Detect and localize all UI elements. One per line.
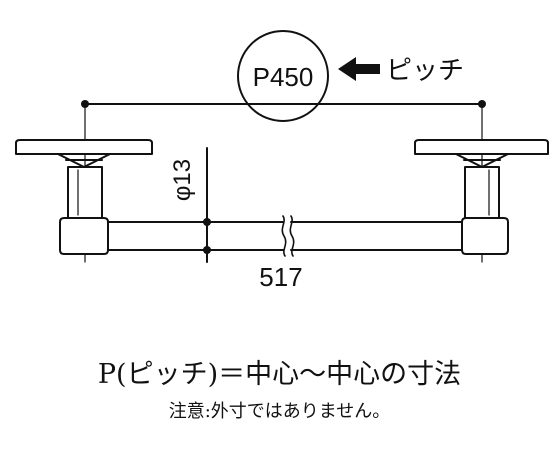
- pitch-word: ピッチ: [386, 55, 464, 85]
- pitch-definition-caption: P(ピッチ)＝中心～中心の寸法: [97, 359, 462, 390]
- pitch-arrow-icon: [338, 57, 380, 81]
- diameter-dot-bottom: [203, 246, 211, 254]
- length-label: 517: [259, 262, 302, 292]
- note-caption: 注意:外寸ではありません。: [168, 401, 391, 422]
- break-mark-icon: [281, 215, 295, 257]
- right-bracket: [414, 139, 549, 255]
- towel-bar: [107, 221, 463, 251]
- left-bracket: [15, 139, 153, 255]
- pitch-callout-circle: [237, 30, 329, 122]
- towel-bar-dimension-diagram: P450 ピッチ φ13 517: [15, 30, 549, 292]
- diameter-dot-top: [203, 218, 211, 226]
- pitch-label: P450: [253, 62, 314, 92]
- diameter-label: φ13: [169, 159, 196, 201]
